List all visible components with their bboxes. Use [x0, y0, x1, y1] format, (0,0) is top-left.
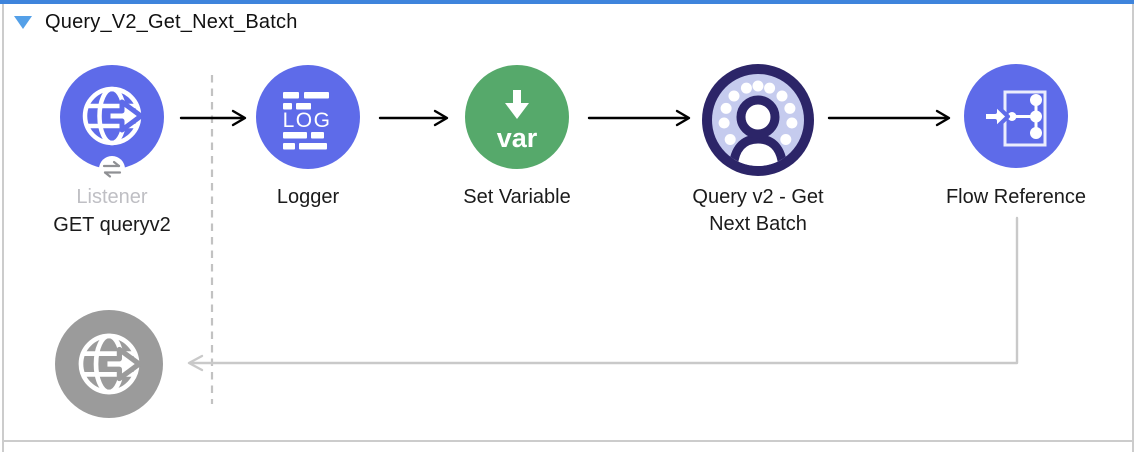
- log-lines-icon: LOG: [283, 92, 332, 150]
- node-logger-label: Logger: [276, 186, 340, 208]
- node-query-v2-label: Query v2 - Get Next Batch: [692, 186, 824, 235]
- flow-selected-top-bar: [0, 0, 1134, 4]
- node-flow-reference[interactable]: [964, 64, 1068, 168]
- node-query-v2-get-next-batch[interactable]: [702, 64, 814, 176]
- collapse-triangle-icon[interactable]: [14, 16, 32, 29]
- flow-border-bottom: [2, 440, 1134, 442]
- flow-reference-icon: [982, 90, 1047, 147]
- node-logger[interactable]: LOG: [256, 65, 360, 169]
- flow-border-left: [2, 4, 4, 452]
- node-listener-sublabel: GET queryv2: [53, 214, 171, 236]
- node-response-endpoint[interactable]: [55, 310, 163, 418]
- node-set-variable[interactable]: var: [465, 65, 569, 169]
- globe-arrowhead: [105, 99, 144, 133]
- var-arrow-icon: var: [497, 90, 538, 153]
- node-set-variable-label: Set Variable: [463, 186, 571, 208]
- svg-text:LOG: LOG: [283, 109, 332, 132]
- node-listener-label: Listener: [76, 186, 148, 208]
- exchange-arrows-badge-icon: [99, 156, 125, 182]
- response-return-connector: [187, 216, 1019, 372]
- svg-text:var: var: [497, 123, 538, 153]
- node-listener[interactable]: [60, 65, 164, 183]
- flow-title: Query_V2_Get_Next_Batch: [45, 11, 298, 33]
- flow-border-right: [1132, 4, 1134, 452]
- flow-header[interactable]: Query_V2_Get_Next_Batch: [14, 11, 298, 34]
- globe-arrowhead-gray: [102, 346, 142, 382]
- node-flow-reference-label: Flow Reference: [945, 186, 1087, 208]
